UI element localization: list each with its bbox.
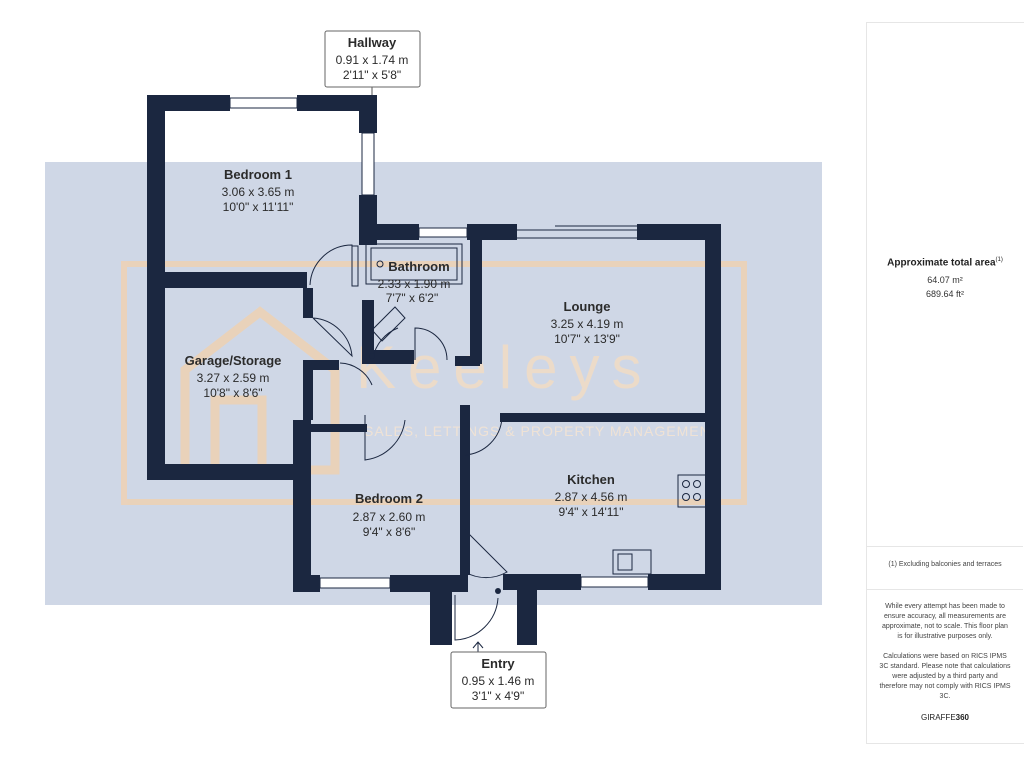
- room-label-bedroom-2: Bedroom 2 2.87 x 2.60 m 9'4" x 8'6": [353, 491, 426, 539]
- giraffe360-logo: GIRAFFE360: [867, 713, 1023, 722]
- svg-text:2.87 x 4.56 m: 2.87 x 4.56 m: [555, 490, 628, 504]
- svg-text:Lounge: Lounge: [564, 299, 611, 314]
- windows: [229, 97, 649, 589]
- room-label-kitchen: Kitchen 2.87 x 4.56 m 9'4" x 14'11": [555, 472, 628, 519]
- room-label-garage-storage: Garage/Storage 3.27 x 2.59 m 10'8" x 8'6…: [185, 353, 282, 400]
- svg-text:Bedroom 1: Bedroom 1: [224, 167, 292, 182]
- area-footnote: (1) Excluding balconies and terraces: [888, 561, 1002, 568]
- watermark-brand: Keeleys: [356, 334, 653, 401]
- svg-text:10'8" x 8'6": 10'8" x 8'6": [203, 386, 262, 400]
- svg-text:0.91 x 1.74 m: 0.91 x 1.74 m: [336, 53, 409, 67]
- svg-text:3.25 x 4.19 m: 3.25 x 4.19 m: [551, 317, 624, 331]
- door-swings: [309, 244, 508, 656]
- room-label-hallway: Hallway 0.91 x 1.74 m 2'11" x 5'8": [336, 35, 409, 82]
- svg-text:3'1" x 4'9": 3'1" x 4'9": [472, 689, 524, 703]
- walls: [147, 95, 721, 645]
- sink-fixture: [612, 549, 652, 575]
- watermark-tagline: SALES, LETTINGS & PROPERTY MANAGEMENT: [364, 423, 720, 439]
- hallway-marker: [369, 353, 375, 359]
- svg-text:10'7" x 13'9": 10'7" x 13'9": [554, 332, 620, 346]
- svg-text:0.95 x 1.46 m: 0.95 x 1.46 m: [462, 674, 535, 688]
- area-note-marker: (1): [995, 257, 1003, 263]
- svg-text:9'4" x 14'11": 9'4" x 14'11": [559, 505, 624, 519]
- svg-text:3.27 x 2.59 m: 3.27 x 2.59 m: [197, 371, 270, 385]
- disclaimer-rics: Calculations were based on RICS IPMS 3C …: [879, 653, 1011, 700]
- giraffe360-logo-word: GIRAFFE: [920, 713, 956, 722]
- svg-text:Bedroom 2: Bedroom 2: [355, 491, 423, 506]
- svg-text:7'7" x 6'2": 7'7" x 6'2": [386, 291, 438, 305]
- area-title-text: Approximate total area: [887, 257, 996, 269]
- area-title: Approximate total area(1): [867, 257, 1023, 268]
- room-label-bedroom-1: Bedroom 1 3.06 x 3.65 m 10'0" x 11'11": [222, 167, 295, 214]
- svg-text:Garage/Storage: Garage/Storage: [185, 353, 282, 368]
- hallway-callout-box: [324, 30, 421, 88]
- disclaimer-accuracy: While every attempt has been made to ens…: [882, 603, 1008, 640]
- svg-text:Kitchen: Kitchen: [567, 472, 615, 487]
- room-label-lounge: Lounge 3.25 x 4.19 m 10'7" x 13'9": [551, 299, 624, 346]
- sliding-door: [517, 225, 637, 239]
- giraffe360-logo-number: 360: [955, 713, 970, 722]
- watermark-frame: [121, 261, 747, 505]
- svg-text:10'0" x 11'11": 10'0" x 11'11": [223, 200, 294, 214]
- info-sidebar: Approximate total area(1) 64.07 m² 689.6…: [866, 22, 1024, 744]
- room-label-entry: Entry 0.95 x 1.46 m 3'1" x 4'9": [462, 656, 535, 703]
- hob-fixture: [677, 474, 707, 508]
- svg-text:Entry: Entry: [481, 656, 515, 671]
- entry-marker: [495, 588, 501, 594]
- area-metric: 64.07 m²: [927, 275, 963, 285]
- svg-text:9'4" x 8'6": 9'4" x 8'6": [363, 525, 415, 539]
- area-imperial: 689.64 ft²: [925, 289, 965, 299]
- svg-text:3.06 x 3.65 m: 3.06 x 3.65 m: [222, 185, 295, 199]
- svg-text:2.33 x 1.90 m: 2.33 x 1.90 m: [378, 277, 451, 291]
- svg-text:2'11" x 5'8": 2'11" x 5'8": [343, 68, 401, 82]
- bath-fixture: [365, 243, 463, 342]
- sidebar-divider-1: [867, 546, 1023, 547]
- svg-text:2.87 x 2.60 m: 2.87 x 2.60 m: [353, 510, 426, 524]
- svg-text:Bathroom: Bathroom: [388, 259, 449, 274]
- svg-text:Hallway: Hallway: [348, 35, 397, 50]
- entry-callout-box: [450, 651, 547, 709]
- room-label-bathroom: Bathroom 2.33 x 1.90 m 7'7" x 6'2": [378, 259, 451, 305]
- sidebar-divider-2: [867, 589, 1023, 590]
